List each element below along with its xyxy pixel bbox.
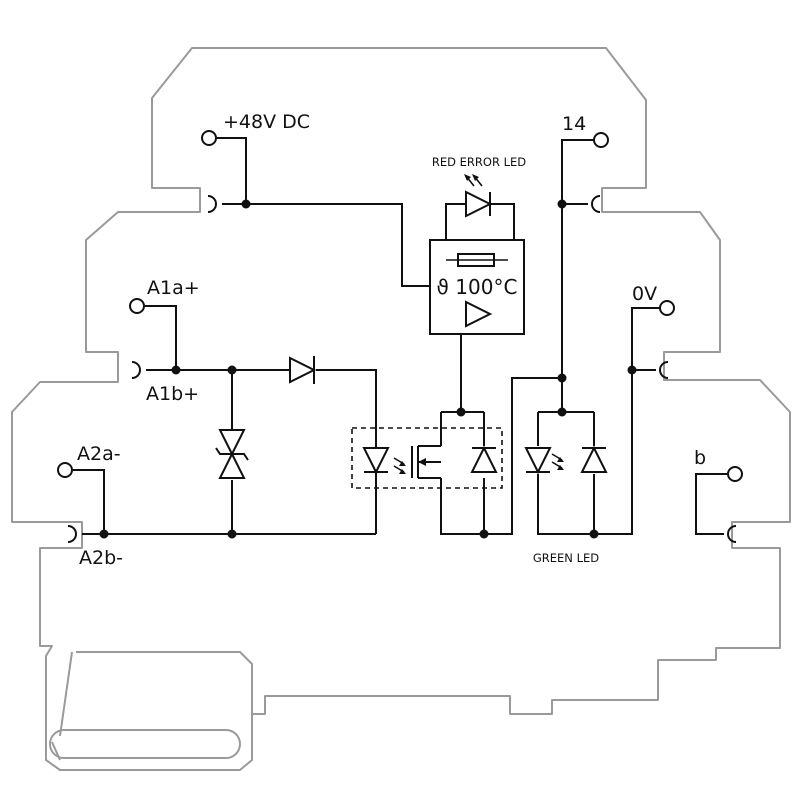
optocoupler bbox=[351, 427, 503, 489]
clamp-marks bbox=[67, 195, 737, 543]
housing-outline bbox=[11, 47, 791, 771]
label-a1b: A1b+ bbox=[146, 383, 199, 405]
label-b: b bbox=[694, 447, 706, 469]
terminal-0v bbox=[659, 300, 675, 316]
green-led-label: GREEN LED bbox=[533, 551, 599, 565]
label-48v: +48V DC bbox=[223, 111, 310, 133]
terminal-48v bbox=[201, 130, 217, 146]
terminal-a1a bbox=[129, 298, 145, 314]
label-14: 14 bbox=[562, 113, 586, 135]
tvs-diode bbox=[215, 429, 249, 479]
wiring bbox=[73, 137, 727, 535]
red-error-led-label: RED ERROR LED bbox=[432, 155, 526, 169]
thermal-switch-block: ϑ 100°C bbox=[429, 239, 525, 335]
thermal-label: ϑ 100°C bbox=[437, 275, 518, 299]
label-0v: 0V bbox=[632, 283, 657, 305]
terminal-a2a bbox=[57, 462, 73, 478]
series-diode bbox=[289, 356, 317, 384]
label-a2b: A2b- bbox=[79, 547, 123, 569]
label-a1a: A1a+ bbox=[147, 277, 200, 299]
junction-dots bbox=[99, 199, 637, 539]
terminals bbox=[57, 130, 743, 482]
terminal-14 bbox=[593, 132, 609, 148]
terminal-b bbox=[727, 466, 743, 482]
red-error-led: RED ERROR LED bbox=[432, 155, 526, 218]
label-a2a: A2a- bbox=[77, 443, 121, 465]
green-led-block: GREEN LED bbox=[524, 445, 608, 565]
terminal-labels: +48V DC A1a+ A1b+ A2a- A2b- 14 0V b bbox=[77, 111, 706, 569]
